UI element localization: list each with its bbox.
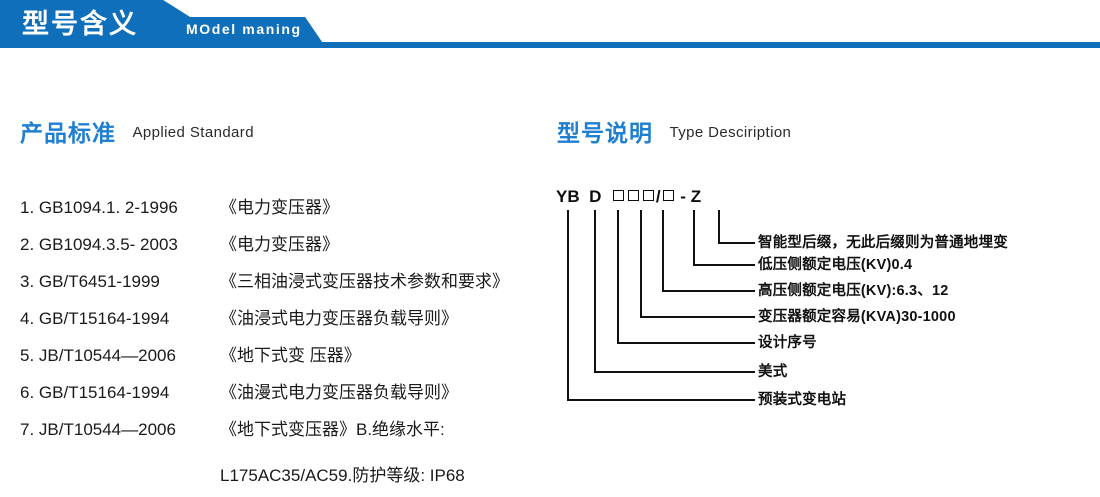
code-box-2 [627,190,639,201]
list-item: 1. GB1094.1. 2-1996 《电力变压器》 [20,193,550,230]
code-part-yb: YB [556,187,580,206]
applied-standard-list: 1. GB1094.1. 2-1996 《电力变压器》 2. GB1094.3.… [20,193,550,494]
standard-code: 6. GB/T15164-1994 [20,383,170,402]
standard-name: 《电力变压器》 [220,198,339,217]
list-item: 2. GB1094.3.5- 2003 《电力变压器》 [20,230,550,267]
diagram-label-6: 美式 [758,364,788,380]
diagram-label-3: 高压侧额定电压(KV):6.3、12 [758,283,949,299]
list-item: 3. GB/T6451-1999 《三相油浸式变压器技术参数和要求》 [20,267,550,304]
standard-name: 《地下式变 压器》 [220,346,361,365]
leader-line-4 [640,210,755,318]
code-part-d: D [589,187,602,206]
standard-code: 3. GB/T6451-1999 [20,272,160,291]
code-part-z: Z [690,187,702,206]
section-heading-en: Applied Standard [132,124,254,141]
list-item: 7. JB/T10544—2006 《地下式变压器》B.绝缘水平: [20,415,550,452]
standard-name: 《三相油浸式变压器技术参数和要求》 [220,272,509,291]
type-code-string: YB D / - Z [556,186,701,208]
leader-line-group [567,210,755,401]
leader-line-6 [594,210,755,373]
standard-code: 7. JB/T10544—2006 [20,420,176,439]
diagram-label-4: 变压器额定容易(KVA)30-1000 [758,309,956,325]
diagram-label-2: 低压侧额定电压(KV)0.4 [758,257,913,273]
section-heading-cn: 型号说明 [557,120,653,146]
standard-code: 5. JB/T10544—2006 [20,346,176,365]
section-heading-type-description: 型号说明 Type Desciription [557,118,791,148]
standard-name: 《电力变压器》 [220,235,339,254]
list-item: 6. GB/T15164-1994 《油漫式电力变压器负载导则》 [20,378,550,415]
banner-background-shape [0,0,1100,48]
standard-name: 《地下式变压器》B.绝缘水平: [220,420,445,439]
leader-line-7 [567,210,755,401]
standard-name-continuation: L175AC35/AC59.防护等级: IP68 [220,465,465,485]
type-code-diagram: YB D / - Z 智能型后缀，无此后缀则为普通地埋变 低压侧额定电压(KV)… [545,186,1090,436]
standard-name: 《油漫式电力变压器负载导则》 [220,383,458,402]
list-item: 4. GB/T15164-1994 《油浸式电力变压器负载导则》 [20,304,550,341]
standard-code: 2. GB1094.3.5- 2003 [20,235,178,254]
section-heading-cn: 产品标准 [20,120,116,146]
standard-name: 《油浸式电力变压器负载导则》 [220,309,458,328]
code-part-dash: - [680,187,686,206]
standard-code: 1. GB1094.1. 2-1996 [20,198,178,217]
diagram-label-1: 智能型后缀，无此后缀则为普通地埋变 [758,235,1008,251]
leader-line-2 [693,210,755,266]
leader-line-1 [718,210,755,244]
leader-line-5 [617,210,755,344]
section-heading-applied-standard: 产品标准 Applied Standard [20,118,254,148]
code-box-4 [662,190,674,201]
page-header-banner: 型号含义 MOdel maning [0,0,1100,52]
list-item: 5. JB/T10544—2006 《地下式变 压器》 [20,341,550,378]
standard-code: 4. GB/T15164-1994 [20,309,170,328]
banner-title-cn: 型号含义 [22,9,138,39]
diagram-label-7: 预装式变电站 [758,392,847,408]
diagram-label-group: 智能型后缀，无此后缀则为普通地埋变 低压侧额定电压(KV)0.4 高压侧额定电压… [758,186,1090,436]
section-heading-en: Type Desciription [669,124,792,141]
banner-title-en: MOdel maning [186,21,302,37]
leader-line-3 [662,210,755,292]
code-box-3 [642,190,654,201]
code-part-slash: / [655,187,661,206]
diagram-label-5: 设计序号 [758,335,817,351]
code-box-1 [612,190,624,201]
